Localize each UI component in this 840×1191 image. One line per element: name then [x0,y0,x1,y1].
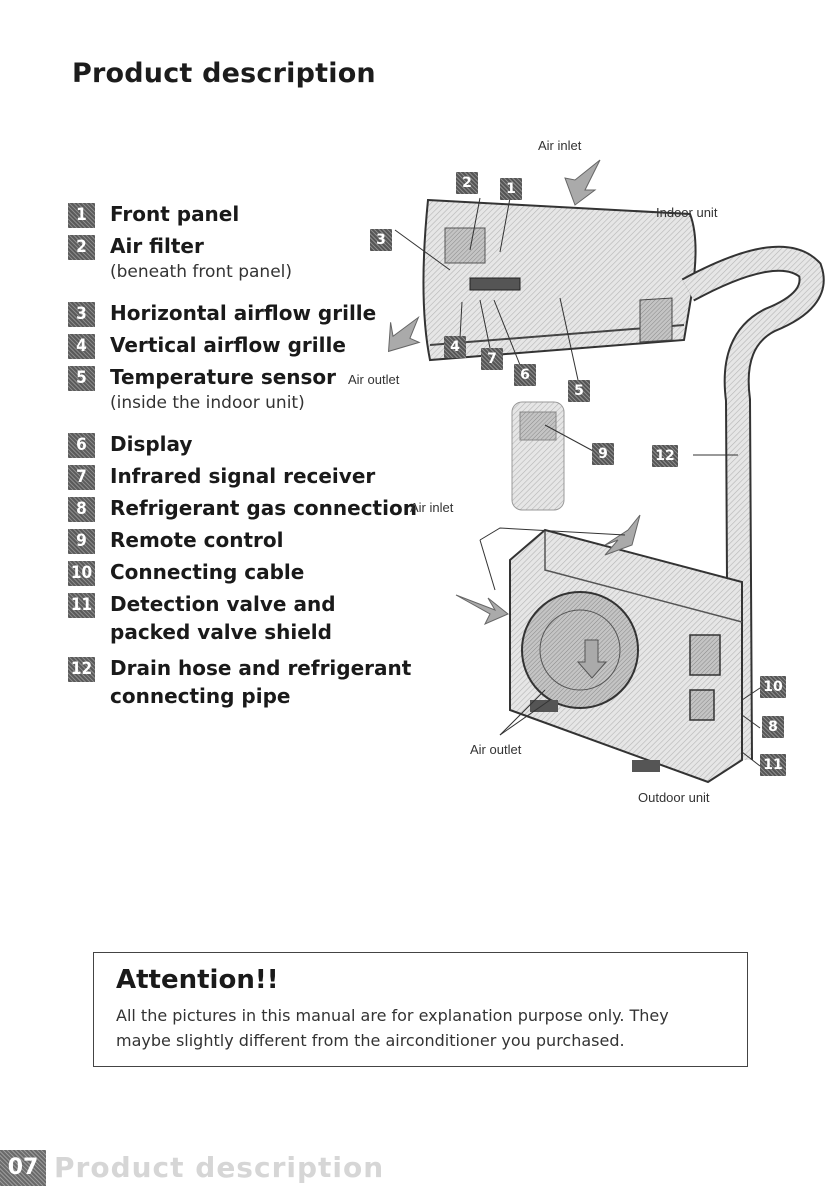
part-item: 5 Temperature sensor (inside the indoor … [68,363,428,416]
part-label: Remote control [110,528,284,552]
part-number-badge: 2 [68,235,95,260]
diagram-callout: 9 [592,443,614,465]
part-number-badge: 8 [68,497,95,522]
air-inlet-top-label: Air inlet [538,138,582,153]
footer-section-title: Product description [54,1151,385,1184]
part-note: (inside the indoor unit) [110,393,305,413]
remote-control [511,401,565,511]
diagram-callout: 11 [760,754,786,776]
diagram-callout: 2 [456,172,478,194]
part-item: 2 Air filter (beneath front panel) [68,232,428,285]
part-item: 6 Display [68,430,428,458]
part-item: 11 Detection valve and packed valve shie… [68,590,428,646]
part-label: Infrared signal receiver [110,464,376,488]
part-label: Air filter [110,234,204,258]
diagram-callout: 5 [568,380,590,402]
diagram-callout: 3 [370,229,392,251]
diagram-callout: 8 [762,716,784,738]
part-number-badge: 11 [68,593,95,618]
part-label: Vertical airflow grille [110,333,346,357]
diagram-callout: 1 [500,178,522,200]
part-label: Refrigerant gas connection [110,496,417,520]
part-label: Temperature sensor [110,365,337,389]
diagram-callout: 6 [514,364,536,386]
attention-title: Attention!! [116,965,279,995]
air-outlet-indoor-label: Air outlet [348,372,400,387]
attention-notice: Attention!! All the pictures in this man… [93,952,748,1067]
diagram-callout: 12 [652,445,678,467]
part-label: Detection valve and packed valve shield [110,592,336,644]
page-number-badge: 07 [0,1150,46,1186]
leader-lines [394,197,761,767]
part-number-badge: 5 [68,366,95,391]
part-item: 8 Refrigerant gas connection [68,494,428,522]
part-number-badge: 7 [68,465,95,490]
part-item: 3 Horizontal airflow grille [68,299,428,327]
part-number-badge: 9 [68,529,95,554]
attention-text: All the pictures in this manual are for … [116,1006,669,1050]
air-conditioner-diagram [387,159,825,784]
indoor-unit-label: Indoor unit [656,205,718,220]
indoor-unit [422,198,697,362]
page-title: Product description [72,58,376,89]
part-number-badge: 6 [68,433,95,458]
part-number-badge: 12 [68,657,95,682]
part-number-badge: 3 [68,302,95,327]
airflow-arrows [387,159,641,679]
diagram-callout: 10 [760,676,786,698]
connecting-hose [681,245,825,761]
diagram-callout: 7 [481,348,503,370]
part-number-badge: 4 [68,334,95,359]
diagram-callout: 4 [444,336,466,358]
part-note: (beneath front panel) [110,262,293,282]
part-item: 10 Connecting cable [68,558,428,586]
parts-list: 1 Front panel 2 Air filter (beneath fron… [68,200,428,710]
part-label: Connecting cable [110,560,305,584]
part-number-badge: 1 [68,203,95,228]
part-label: Front panel [110,202,240,226]
part-item: 7 Infrared signal receiver [68,462,428,490]
part-item: 1 Front panel [68,200,428,228]
part-item: 4 Vertical airflow grille [68,331,428,359]
part-item: 9 Remote control [68,526,428,554]
part-item: 12 Drain hose and refrigerant connecting… [68,654,428,710]
outdoor-unit-label: Outdoor unit [638,790,710,805]
part-label: Display [110,432,193,456]
part-label: Drain hose and refrigerant connecting pi… [110,656,412,708]
part-number-badge: 10 [68,561,95,586]
air-inlet-outdoor-label: Air inlet [410,500,454,515]
outdoor-unit [509,528,743,784]
air-outlet-outdoor-label: Air outlet [470,742,522,757]
part-label: Horizontal airflow grille [110,301,377,325]
